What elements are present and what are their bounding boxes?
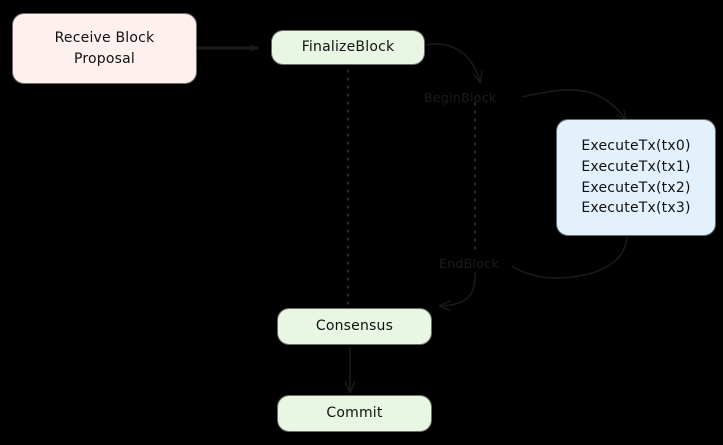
node-consensus-label: Consensus (315, 318, 394, 335)
node-execute-tx[interactable]: ExecuteTx(tx0) ExecuteTx(tx1) ExecuteTx(… (556, 119, 716, 236)
edge-label-begin-block-text: BeginBlock (424, 90, 497, 105)
execute-tx-line-0: ExecuteTx(tx0) (581, 137, 691, 154)
node-commit-label: Commit (326, 405, 383, 422)
node-commit[interactable]: Commit (277, 395, 432, 432)
edge-endblock-to-consensus (440, 271, 476, 306)
edge-beginblock-to-executetx (521, 89, 626, 120)
node-finalize-block[interactable]: FinalizeBlock (271, 30, 425, 65)
node-receive-block-proposal[interactable]: Receive Block Proposal (12, 13, 197, 84)
edge-label-end-block: EndBlock (439, 256, 499, 271)
node-receive-label-stack: Receive Block Proposal (55, 29, 155, 69)
edge-label-end-block-text: EndBlock (439, 256, 499, 271)
execute-tx-line-2: ExecuteTx(tx2) (581, 179, 691, 196)
edge-finalize-to-beginblock (424, 43, 480, 82)
execute-tx-line-3: ExecuteTx(tx3) (581, 200, 691, 217)
edge-label-begin-block: BeginBlock (424, 90, 496, 105)
node-consensus[interactable]: Consensus (277, 308, 432, 345)
node-finalize-block-label: FinalizeBlock (301, 39, 395, 56)
edge-executetx-to-endblock (511, 235, 628, 279)
node-receive-line1: Receive Block (54, 29, 155, 46)
node-receive-line2: Proposal (73, 50, 135, 67)
execute-tx-line-1: ExecuteTx(tx1) (581, 158, 691, 175)
